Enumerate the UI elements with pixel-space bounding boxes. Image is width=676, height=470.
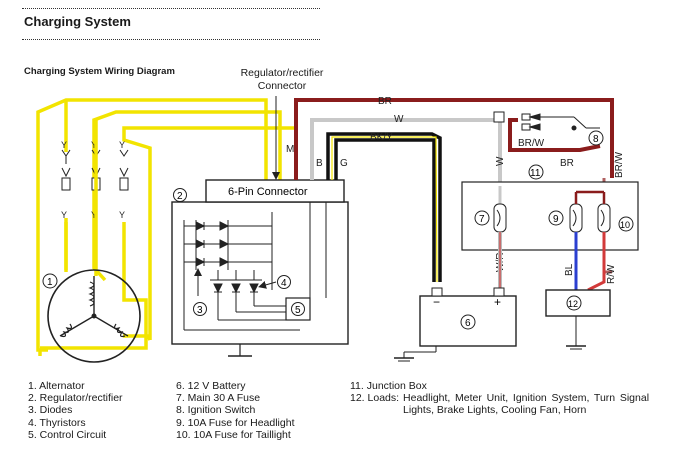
legend-item: 8. Ignition Switch [176, 404, 256, 417]
black-wire-stripe [331, 136, 438, 283]
callout-9: 9 [553, 214, 559, 225]
regulator-rectifier: 6-Pin Connector 2 [171, 179, 349, 357]
legend-item: 2. Regulator/rectifier [28, 392, 123, 405]
battery-plus: + [494, 295, 501, 309]
wire-label-w2: W [495, 156, 506, 166]
wire-label-bl: BL [564, 263, 575, 276]
legend-column-2: 6. 12 V Battery 7. Main 30 A Fuse 8. Ign… [176, 380, 295, 441]
callout-8: 8 [593, 134, 599, 145]
callout-2: 2 [177, 191, 183, 202]
callout-1: 1 [47, 277, 53, 288]
diagram-title: Charging System Wiring Diagram [24, 66, 175, 77]
legend-item: 7. Main 30 A Fuse [176, 392, 261, 405]
header-rule-bottom [22, 39, 320, 40]
battery: − + 6 [394, 287, 517, 362]
regulator-connector-label: Regulator/rectifier Connector [226, 67, 338, 93]
legend-item: 6. 12 V Battery [176, 380, 246, 392]
legend-item-loads: 12. Loads: Headlight, Meter Unit, Igniti… [350, 392, 649, 416]
legend-item: 11. Junction Box [350, 380, 427, 392]
callout-10: 10 [620, 220, 630, 230]
legend-loads-number: 12. Loads: [350, 392, 400, 405]
wire-label-br2: BR [560, 158, 574, 169]
regulator-label-line1: Regulator/rectifier [240, 67, 324, 79]
callout-5: 5 [295, 305, 301, 316]
page-title: Charging System [24, 14, 131, 29]
regulator-label-line2: Connector [257, 80, 307, 92]
wire-label-bky: BK/Y [370, 132, 393, 143]
alternator: 1 [42, 269, 141, 363]
wire-label-y4: Y [61, 210, 67, 220]
wire-label-brw2: BR/W [614, 151, 625, 178]
legend-item: 3. Diodes [28, 404, 73, 417]
junction-box: 11 7 9 10 [461, 164, 639, 251]
wire-label-b: B [316, 158, 323, 169]
wire-label-w: W [394, 114, 404, 125]
wire-label-br: BR [378, 96, 392, 107]
wire-label-rw: R/W [606, 264, 617, 284]
callout-8-circle [588, 130, 604, 146]
wire-label-y6: Y [119, 210, 125, 220]
legend-item: 4. Thyristors [28, 416, 86, 429]
legend-column-1: 1. Alternator 2. Regulator/rectifier 3. … [28, 380, 123, 441]
wire-label-y3: Y [119, 140, 125, 150]
wire-label-g: G [340, 158, 348, 169]
header-rule-top [22, 8, 320, 9]
legend-item: 10. 10A Fuse for Taillight [176, 428, 291, 441]
loads: 12 [545, 289, 611, 350]
wire-label-y1: Y [61, 140, 67, 150]
wire-label-y5: Y [91, 210, 97, 220]
yellow-lower-leads [40, 120, 148, 350]
battery-minus: − [433, 295, 440, 309]
ignition-switch [521, 113, 600, 131]
legend-loads-text: Headlight, Meter Unit, Ignition System, … [403, 392, 650, 417]
wire-label-y2: Y [91, 140, 97, 150]
legend-column-3: 11. Junction Box 12. Loads: Headlight, M… [350, 380, 649, 417]
callout-6: 6 [465, 318, 471, 329]
callout-3: 3 [197, 305, 203, 316]
yellow-wire-labels: Y Y Y Y Y Y [61, 140, 125, 220]
callout-12: 12 [568, 299, 578, 309]
callout-4: 4 [281, 278, 287, 289]
wire-label-brw: BR/W [518, 138, 545, 149]
black-wire [326, 132, 442, 282]
legend-item: 9. 10A Fuse for Headlight [176, 416, 295, 429]
brown-wire [294, 98, 614, 180]
callout-11: 11 [530, 168, 541, 179]
wire-label-m: M [286, 144, 294, 155]
connector-label: 6-Pin Connector [228, 186, 308, 198]
rw-wire [587, 232, 606, 292]
callout-7: 7 [479, 214, 485, 225]
legend-item: 5. Control Circuit [28, 428, 107, 441]
legend-item: 1. Alternator [28, 380, 85, 392]
